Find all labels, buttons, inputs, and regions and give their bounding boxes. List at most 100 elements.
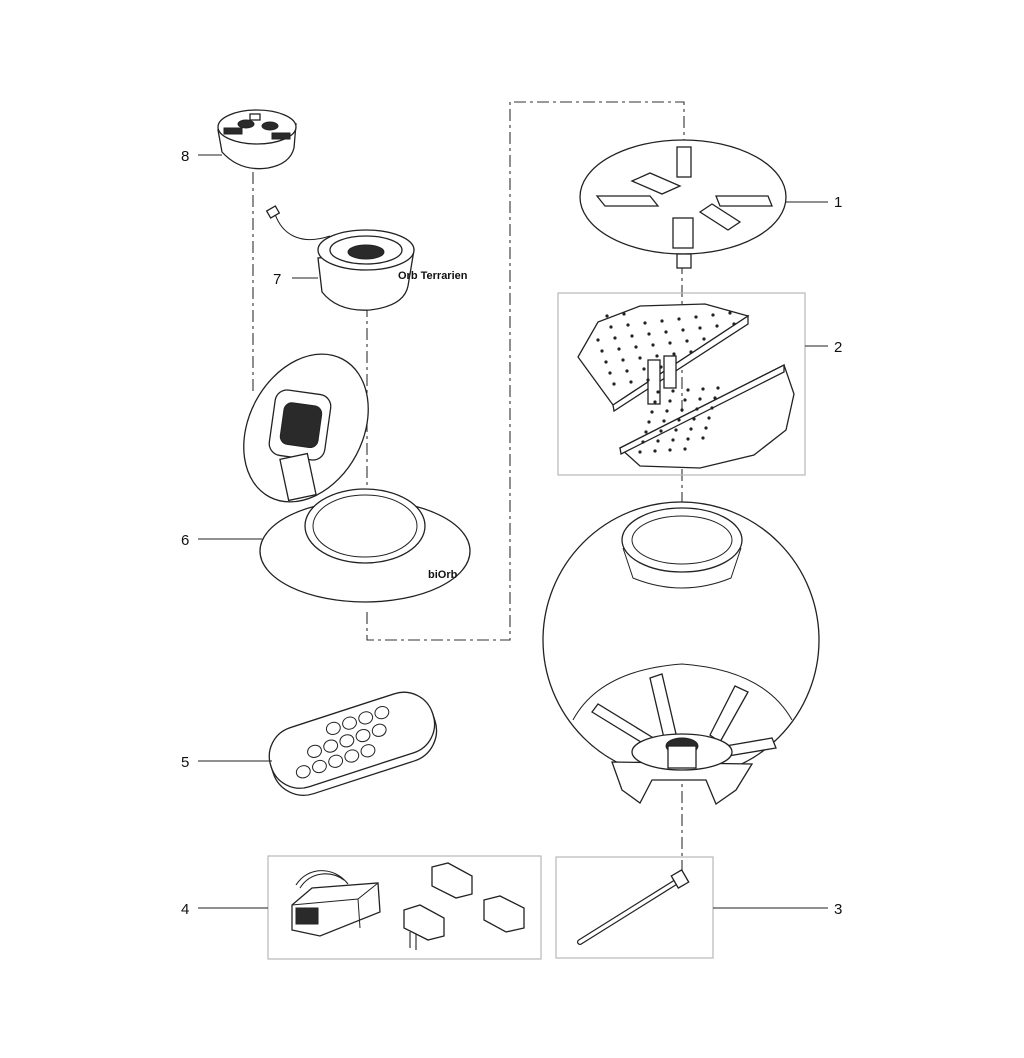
perforation-hole xyxy=(621,358,625,362)
callout-4: 4 xyxy=(181,901,189,918)
lid-slot-left xyxy=(595,195,660,207)
perforation-hole xyxy=(677,418,681,422)
perforation-hole xyxy=(596,338,600,342)
perforation-hole xyxy=(665,409,669,413)
perforation-hole xyxy=(656,439,660,443)
perforation-hole xyxy=(685,339,689,343)
lid-slot-angled-left xyxy=(630,172,682,195)
perforation-hole xyxy=(686,388,690,392)
callout-6: 6 xyxy=(181,532,189,549)
perforation-hole xyxy=(656,390,660,394)
svg-text:biOrb: biOrb xyxy=(428,569,458,581)
part-top-cover: biOrb xyxy=(243,353,471,603)
perforation-hole xyxy=(677,317,681,321)
perforation-hole xyxy=(647,332,651,336)
perforation-hole xyxy=(617,347,621,351)
perforation-hole xyxy=(707,416,711,420)
perforation-hole xyxy=(668,399,672,403)
perforation-hole xyxy=(683,398,687,402)
perforation-hole xyxy=(671,389,675,393)
perforation-hole xyxy=(653,400,657,404)
part-remote-control xyxy=(268,691,438,796)
remote-button xyxy=(371,723,387,737)
perforation-hole xyxy=(651,343,655,347)
remote-buttons xyxy=(295,706,390,779)
perforation-hole xyxy=(701,436,705,440)
part-base-plates xyxy=(577,303,795,469)
perforation-hole xyxy=(600,349,604,353)
perforation-hole xyxy=(664,330,668,334)
perforation-hole xyxy=(689,427,693,431)
perforation-hole xyxy=(692,417,696,421)
perforation-hole xyxy=(710,406,714,410)
remote-button xyxy=(355,728,371,743)
remote-button xyxy=(312,759,327,774)
perforation-hole xyxy=(646,378,650,382)
sphere-tank xyxy=(542,501,820,805)
remote-button xyxy=(344,749,360,763)
perforation-hole xyxy=(671,438,675,442)
callout-8: 8 xyxy=(181,148,189,165)
perforation-hole xyxy=(659,365,663,369)
part-light-unit: Orb Terrarien xyxy=(265,205,468,311)
remote-button xyxy=(295,765,311,779)
perforation-hole xyxy=(711,313,715,317)
perforation-hole xyxy=(642,367,646,371)
perforation-hole xyxy=(681,328,685,332)
perforation-hole xyxy=(674,428,678,432)
perforation-hole xyxy=(641,440,645,444)
perforation-hole xyxy=(625,369,629,373)
perforation-hole xyxy=(686,437,690,441)
perforation-hole xyxy=(689,350,693,354)
route-cover-to-lid xyxy=(366,101,685,641)
perforation-hole xyxy=(672,352,676,356)
lid-slot-bottom xyxy=(672,217,694,249)
perforation-hole xyxy=(702,337,706,341)
perforation-hole xyxy=(604,360,608,364)
callout-2: 2 xyxy=(834,339,842,356)
perforation-hole xyxy=(630,334,634,338)
perforation-hole xyxy=(715,324,719,328)
perforation-hole xyxy=(655,354,659,358)
perforation-hole xyxy=(716,386,720,390)
remote-button xyxy=(325,721,341,735)
perforation-hole xyxy=(626,323,630,327)
plate-perforations-lower xyxy=(638,386,720,454)
perforation-hole xyxy=(608,371,612,375)
plate-upper-half xyxy=(577,303,750,406)
part-2-frame xyxy=(557,292,806,476)
plate-perforations-upper xyxy=(596,311,736,386)
perforation-hole xyxy=(629,380,633,384)
remote-button xyxy=(374,706,390,720)
perforation-hole xyxy=(683,447,687,451)
perforation-hole xyxy=(613,336,617,340)
perforation-hole xyxy=(644,430,648,434)
perforation-hole xyxy=(622,312,626,316)
perforation-hole xyxy=(668,448,672,452)
callout-7: 7 xyxy=(273,271,281,288)
perforation-hole xyxy=(695,407,699,411)
callout-1: 1 xyxy=(834,194,842,211)
lid-slot-right xyxy=(715,195,773,207)
part-lid xyxy=(579,139,787,269)
remote-button xyxy=(307,744,322,758)
perforation-hole xyxy=(653,449,657,453)
part-air-tube xyxy=(577,869,690,945)
perforation-hole xyxy=(650,410,654,414)
perforation-hole xyxy=(659,429,663,433)
perforation-hole xyxy=(612,382,616,386)
perforation-hole xyxy=(660,319,664,323)
callout-3: 3 xyxy=(834,901,842,918)
remote-button xyxy=(342,716,357,730)
perforation-hole xyxy=(713,396,717,400)
perforation-hole xyxy=(638,356,642,360)
lid-slot-angled-right xyxy=(698,203,742,231)
perforation-hole xyxy=(609,325,613,329)
perforation-hole xyxy=(704,426,708,430)
remote-button xyxy=(328,754,344,768)
remote-button xyxy=(323,739,339,753)
perforation-hole xyxy=(694,315,698,319)
perforation-hole xyxy=(605,314,609,318)
perforation-hole xyxy=(662,419,666,423)
